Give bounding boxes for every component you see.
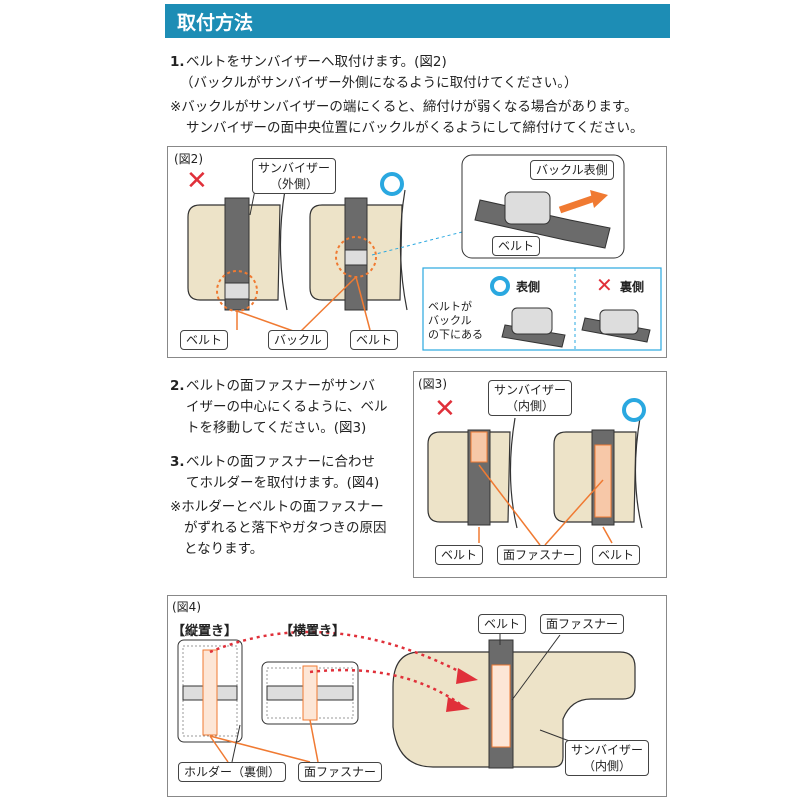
belt-label-right: ベルト [350,330,399,350]
step3-line1: ベルトの面ファスナーに合わせ [186,454,375,470]
step2-number: 2. [170,378,185,394]
step3-note2: がずれると落下やガタつきの原因 [184,520,387,536]
step3-note1: ※ホルダーとベルトの面ファスナー [170,499,384,515]
belt-label-fig3-right: ベルト [592,545,641,565]
buckle-front-label: バックル表側 [530,160,614,180]
step2-line3: トを移動してください。(図3) [186,420,367,436]
step3-number: 3. [170,454,185,470]
figure2-caption: (図2) [174,152,203,166]
horizontal-placement-label: 【横置き】 [280,624,346,639]
visor-inner-label-fig4: サンバイザー （内側） [565,740,650,776]
back-side-label: 裏側 [620,280,645,294]
step3-note3: となります。 [184,541,264,557]
visor-inner-label-fig3: サンバイザー （内側） [488,380,573,416]
figure4-caption: (図4) [172,600,201,614]
ok-mark [380,172,404,196]
holder-back-label: ホルダー（裏側） [178,762,287,782]
belt-label-fig3-left: ベルト [435,545,484,565]
section-header: 取付方法 [165,4,670,38]
buckle-label: バックル [268,330,328,350]
step1-line2: （バックルがサンバイザー外側になるように取付けてください。） [180,75,578,91]
ng-mark: ✕ [186,166,208,196]
fastener-label-fig3: 面ファスナー [497,545,582,565]
step1-line1: ベルトをサンバイザーへ取付けます。(図2) [186,54,447,70]
belt-label-fig4: ベルト [478,614,527,634]
ng-mark-small: ✕ [596,273,613,297]
visor-outer-label: サンバイザー （外側） [252,158,337,194]
step2-line2: イザーの中心にくるように、ベル [186,399,388,415]
ng-mark-fig3: ✕ [434,394,456,424]
step1-note2: サンバイザーの面中央位置にバックルがくるようにして締付けてください。 [186,120,644,136]
section-title: 取付方法 [177,12,254,34]
ok-mark-fig3 [622,398,646,422]
ok-mark-small [490,276,510,296]
belt-under-buckle-note: ベルトが バックル の下にある [428,300,483,341]
front-side-label: 表側 [516,280,541,294]
fastener-label-fig4-top: 面ファスナー [540,614,625,634]
step1-note1: ※バックルがサンバイザーの端にくると、締付けが弱くなる場合があります。 [170,99,638,115]
step2-line1: ベルトの面ファスナーがサンバ [186,378,375,394]
belt-label-left: ベルト [180,330,229,350]
step3-line2: てホルダーを取付けます。(図4) [186,475,380,491]
step1-number: 1. [170,54,185,70]
inset-belt-label: ベルト [492,236,541,256]
vertical-placement-label: 【縦置き】 [172,624,238,639]
figure3-caption: (図3) [418,377,447,391]
fastener-label-fig4-bottom: 面ファスナー [298,762,383,782]
